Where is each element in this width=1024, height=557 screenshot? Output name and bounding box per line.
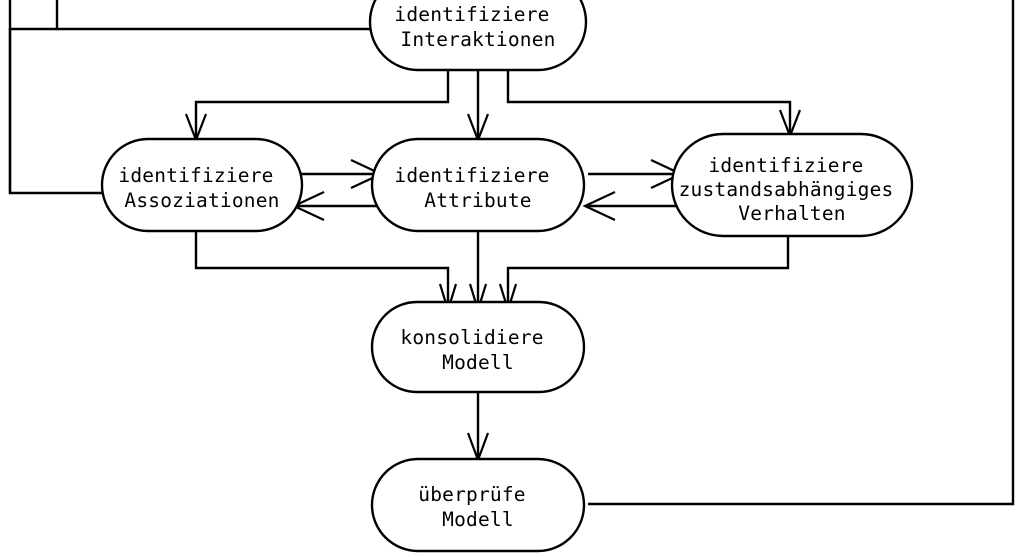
node-identifiziere-assoziationen[interactable]: identifiziere Assoziationen	[100, 137, 304, 233]
node-label-attribute-line-2: Attribute	[424, 189, 531, 212]
edge-interaktionen-feedback-left-corner	[8, 27, 57, 193]
edge-interaktionen-to-assoziationen	[194, 70, 450, 139]
node-konsolidiere-modell[interactable]: konsolidiere Modell	[370, 300, 586, 394]
node-label-konsolidiere-line-1: konsolidiere	[400, 326, 543, 349]
node-label-attribute-line-1: identifiziere	[394, 164, 549, 187]
node-label-verhalten: identifiziere zustandsabhängiges Verhalt…	[679, 154, 906, 225]
edge-layer	[8, 0, 1015, 506]
node-label-assoziationen-line-2: Assoziationen	[124, 189, 279, 212]
node-shape-ueberpruefe	[370, 457, 586, 553]
node-label-assoziationen-line-1: identifiziere	[118, 164, 273, 187]
node-label-konsolidiere: konsolidiere Modell	[400, 326, 555, 374]
node-identifiziere-zustandsabhaengiges-verhalten[interactable]: identifiziere zustandsabhängiges Verhalt…	[670, 132, 914, 238]
node-shape-verhalten	[670, 132, 914, 238]
edge-interaktionen-to-verhalten	[506, 70, 792, 134]
edge-assoziationen-to-konsolidiere	[194, 231, 450, 309]
node-label-interaktionen: identifiziere Interaktionen	[394, 3, 561, 51]
node-label-ueberpruefe-line-2: Modell	[442, 508, 514, 531]
node-shape-interaktionen	[368, 0, 588, 72]
node-identifiziere-interaktionen[interactable]: identifiziere Interaktionen	[368, 0, 588, 72]
node-label-interaktionen-line-1: identifiziere	[394, 3, 549, 26]
node-label-interaktionen-line-2: Interaktionen	[400, 28, 555, 51]
arrowhead-into-attribute-right	[582, 191, 616, 221]
node-label-konsolidiere-line-2: Modell	[442, 351, 514, 374]
node-label-assoziationen: identifiziere Assoziationen	[118, 164, 285, 212]
node-shape-konsolidiere	[370, 300, 586, 394]
node-label-ueberpruefe: überprüfe Modell	[418, 483, 537, 531]
node-label-verhalten-line-3: Verhalten	[738, 202, 845, 225]
edge-verhalten-to-konsolidiere	[506, 236, 790, 309]
node-label-verhalten-line-1: identifiziere	[708, 154, 863, 177]
node-ueberpruefe-modell[interactable]: überprüfe Modell	[370, 457, 586, 553]
node-label-ueberpruefe-line-1: überprüfe	[418, 483, 525, 506]
node-label-verhalten-line-2: zustandsabhängiges	[679, 178, 894, 201]
node-shape-assoziationen	[100, 137, 304, 233]
node-shape-attribute	[370, 137, 586, 233]
node-identifiziere-attribute[interactable]: identifiziere Attribute	[370, 137, 586, 233]
node-label-attribute: identifiziere Attribute	[394, 164, 561, 212]
edge-ueberpruefe-feedback-right	[588, 0, 1015, 506]
